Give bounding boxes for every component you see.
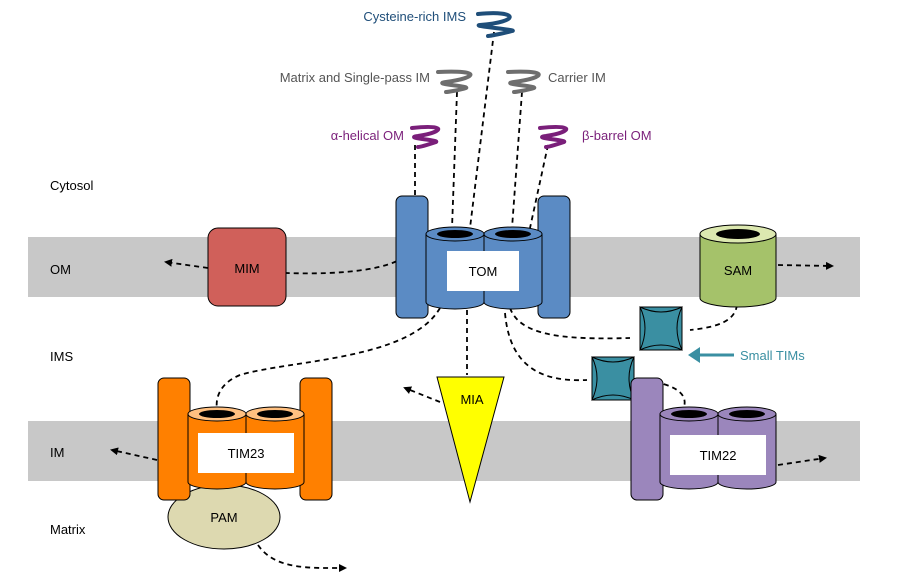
small-tims-to-tim22-path <box>654 381 686 413</box>
small-tims-upper-icon <box>639 306 683 351</box>
matrix-single-pass-squiggle-icon <box>436 69 473 94</box>
cytosol-label: Cytosol <box>50 178 93 193</box>
mia-release-path <box>403 386 441 403</box>
ims-label: IMS <box>50 349 73 364</box>
sam-release-path <box>777 261 834 270</box>
carrier-squiggle-icon <box>506 69 541 94</box>
matrix-label: Matrix <box>50 522 86 537</box>
tom-to-small-tims-path <box>509 307 631 340</box>
mim-release-path <box>164 258 209 269</box>
om-label: OM <box>50 262 71 277</box>
tom-to-tim23-path <box>215 307 441 414</box>
alpha-helical-om-label: α-helical OM <box>331 128 404 143</box>
pam-release-path <box>257 544 347 573</box>
cys-rich-path <box>469 31 495 229</box>
matrix-precursor-path <box>451 91 458 229</box>
cysteine-rich-squiggle-icon <box>476 11 515 38</box>
pam-label: PAM <box>210 510 237 525</box>
cysteine-rich-ims-label: Cysteine-rich IMS <box>363 9 466 24</box>
mim-complex <box>207 227 287 307</box>
tom-label: TOM <box>469 264 498 279</box>
matrix-single-pass-im-label: Matrix and Single-pass IM <box>280 70 430 85</box>
mim-label: MIM <box>234 261 259 276</box>
beta-barrel-om-label: β-barrel OM <box>582 128 652 143</box>
small-tims-lower-icon <box>591 356 635 401</box>
sam-complex <box>699 224 777 308</box>
carrier-precursor-path <box>511 91 523 229</box>
tim22-complex <box>630 377 777 501</box>
tom-to-mim-path <box>285 249 411 275</box>
small-tims-arrowhead-icon <box>688 347 700 363</box>
mia-complex <box>436 376 505 504</box>
tom-complex <box>395 195 571 319</box>
tim23-release-path <box>110 447 158 461</box>
tim22-release-path <box>777 454 827 466</box>
tim22-label: TIM22 <box>700 448 737 463</box>
tim23-label: TIM23 <box>228 446 265 461</box>
tim23-complex <box>157 377 333 501</box>
sam-to-small-tims-path <box>689 304 738 331</box>
beta-barrel-squiggle-icon <box>538 124 569 149</box>
sam-label: SAM <box>724 263 752 278</box>
tom-to-tim22-path <box>504 312 588 382</box>
alpha-helical-squiggle-icon <box>410 124 441 149</box>
mia-label: MIA <box>460 392 483 407</box>
import-pathways <box>110 31 834 573</box>
carrier-im-label: Carrier IM <box>548 70 606 85</box>
im-label: IM <box>50 445 64 460</box>
small-tims-label: Small TIMs <box>740 348 805 363</box>
